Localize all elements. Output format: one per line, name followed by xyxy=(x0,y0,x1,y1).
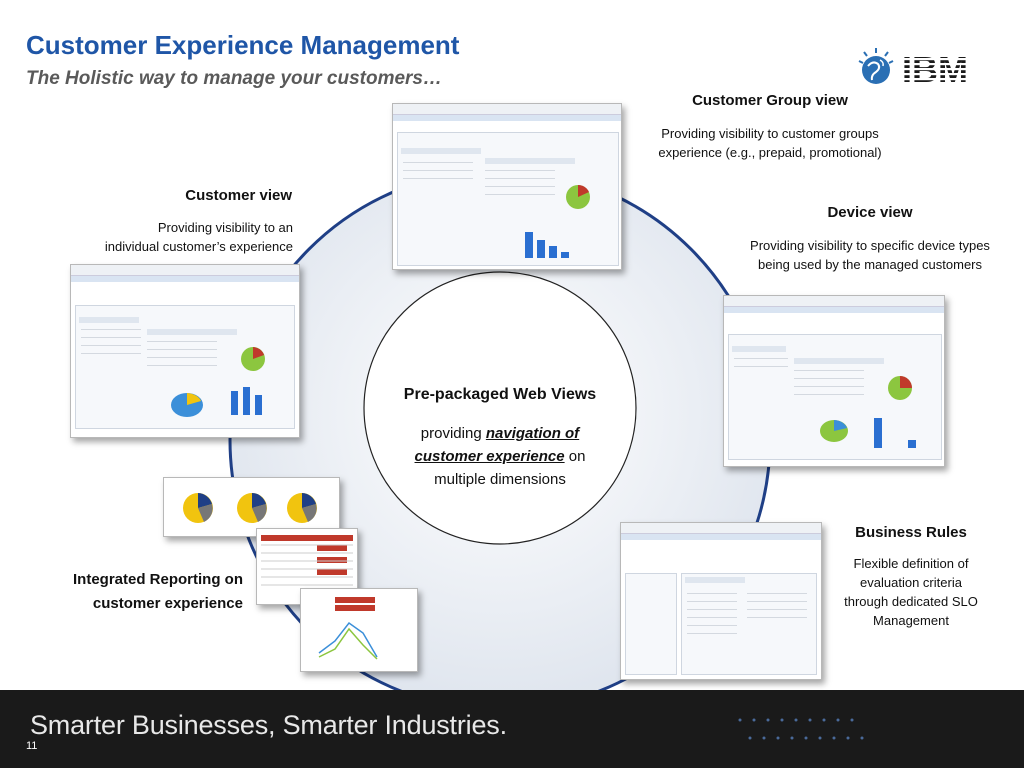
business-rules-line4: Management xyxy=(873,613,949,628)
center-text-after: on xyxy=(564,448,586,465)
bar-chart-icon xyxy=(231,387,262,415)
customer-group-view-description: Providing visibility to customer groups … xyxy=(630,124,910,162)
integrated-reporting-title: Integrated Reporting on customer experie… xyxy=(20,568,243,616)
customer-group-view-title: Customer Group view xyxy=(692,92,848,109)
customer-line2: individual customer’s experience xyxy=(104,239,293,254)
center-description: providing navigation of customer experie… xyxy=(380,422,620,491)
business-rules-description: Flexible definition of evaluation criter… xyxy=(826,554,996,630)
reporting-line2: customer experience xyxy=(92,595,243,612)
customer-group-view-screenshot xyxy=(392,103,622,270)
business-rules-screenshot xyxy=(620,522,822,680)
center-emphasis-line1: navigation of xyxy=(485,425,580,442)
line-chart-icon xyxy=(318,597,378,660)
pie-chart-icon xyxy=(566,184,590,209)
center-text-before: providing xyxy=(420,425,486,442)
business-rules-line3: through dedicated SLO xyxy=(844,594,978,609)
slide-subtitle: The Holistic way to manage your customer… xyxy=(26,68,442,89)
customer-view-description: Providing visibility to an individual cu… xyxy=(40,218,293,256)
report-line-chart-screenshot xyxy=(300,588,418,672)
customer-line1: Providing visibility to an xyxy=(157,220,293,235)
table-icon xyxy=(261,535,353,586)
inner-circle xyxy=(363,271,637,545)
report-performance-screenshot xyxy=(163,477,340,537)
business-rules-line1: Flexible definition of xyxy=(853,556,969,571)
device-view-description: Providing visibility to specific device … xyxy=(730,236,1010,274)
globe-icon xyxy=(858,48,894,84)
customer-group-line1: Providing visibility to customer groups xyxy=(661,126,879,141)
pie-chart-icon xyxy=(171,393,203,417)
center-emphasis-line2: customer experience xyxy=(414,448,565,465)
footer-bar xyxy=(0,690,1024,768)
device-line1: Providing visibility to specific device … xyxy=(750,238,990,253)
device-view-screenshot xyxy=(723,295,945,467)
business-rules-title: Business Rules xyxy=(855,524,967,541)
customer-view-screenshot xyxy=(70,264,300,438)
footer-dots-pattern xyxy=(738,718,864,740)
bar-chart-icon xyxy=(874,418,916,448)
page-number: 11 xyxy=(26,740,38,752)
ibm-logo: IBM xyxy=(858,48,990,90)
customer-group-line2: experience (e.g., prepaid, promotional) xyxy=(658,145,882,160)
device-view-title: Device view xyxy=(827,204,913,221)
slide-title: Customer Experience Management xyxy=(26,30,460,60)
pie-chart-icon xyxy=(820,420,848,442)
device-line2: being used by the managed customers xyxy=(757,257,983,272)
customer-view-title: Customer view xyxy=(185,187,292,204)
footer-tagline: Smarter Businesses, Smarter Industries. xyxy=(30,710,507,740)
center-text-line3: multiple dimensions xyxy=(434,471,566,488)
bar-chart-icon xyxy=(525,232,569,258)
reporting-line1: Integrated Reporting on xyxy=(73,571,243,588)
business-rules-line2: evaluation criteria xyxy=(860,575,962,590)
pie-chart-icon xyxy=(888,376,912,400)
pie-chart-icon xyxy=(241,347,265,371)
center-title: Pre-packaged Web Views xyxy=(403,386,597,403)
pie-charts-icon xyxy=(183,493,317,523)
